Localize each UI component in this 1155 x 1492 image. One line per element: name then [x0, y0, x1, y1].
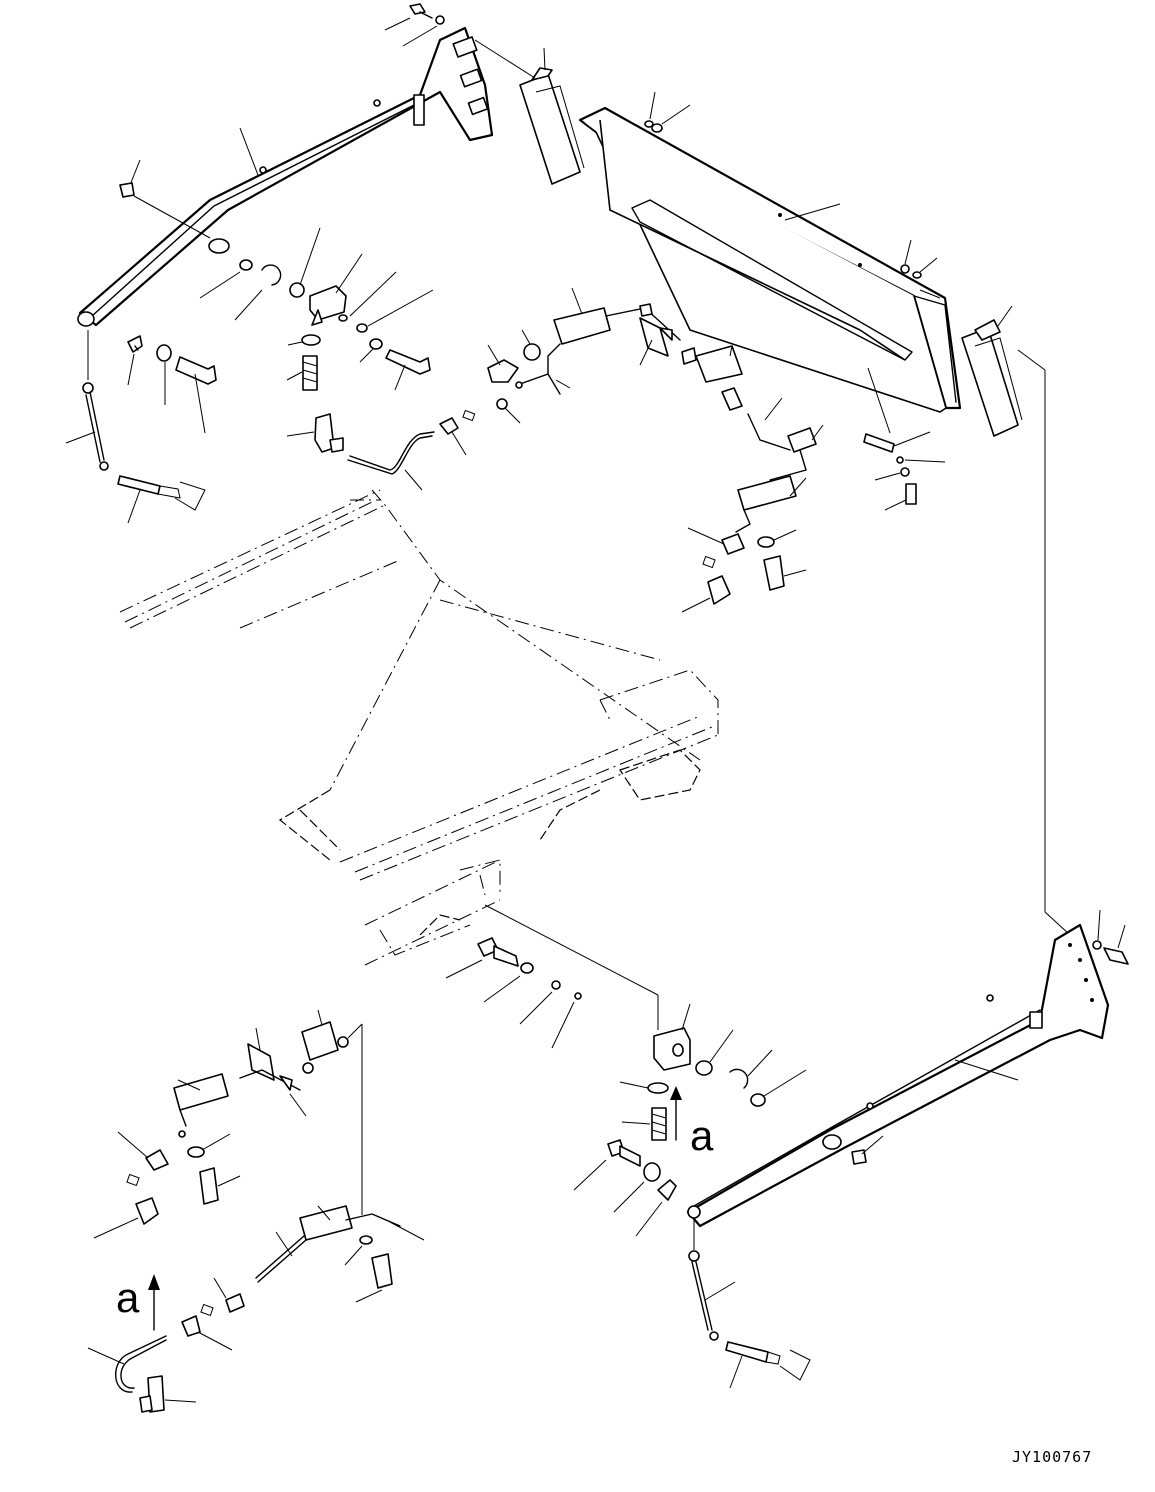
lower-left-assembly — [93, 1009, 363, 1239]
upper-left-rod — [65, 382, 206, 524]
upper-left-pin-parts — [87, 330, 217, 434]
upper-bolt — [384, 3, 445, 47]
lower-right-arm — [686, 923, 1110, 1228]
upper-left-pin-group — [199, 227, 321, 321]
lower-bracket — [573, 1003, 807, 1237]
right-small-bracket — [863, 367, 946, 511]
center-hose-assembly — [347, 287, 681, 491]
view-arrow-lower: a — [116, 1274, 160, 1331]
drawing-code: JY100767 — [1012, 1448, 1092, 1466]
upper-box-beam — [578, 91, 962, 413]
view-arrow-upper: a — [670, 1086, 714, 1159]
main-frame-outline — [119, 489, 719, 966]
view-marker-label-lower: a — [116, 1274, 140, 1321]
lower-left-hose — [87, 1205, 425, 1413]
lower-right-rod — [688, 1218, 811, 1389]
upper-left-arm — [77, 26, 494, 327]
top-clip — [474, 39, 585, 185]
view-marker-label: a — [690, 1112, 714, 1159]
right-clip — [961, 305, 1023, 437]
lower-right-bolts — [1092, 909, 1129, 965]
right-hose-assembly — [681, 345, 824, 613]
upper-bracket — [286, 253, 434, 453]
lower-center-bolts — [445, 937, 582, 1049]
